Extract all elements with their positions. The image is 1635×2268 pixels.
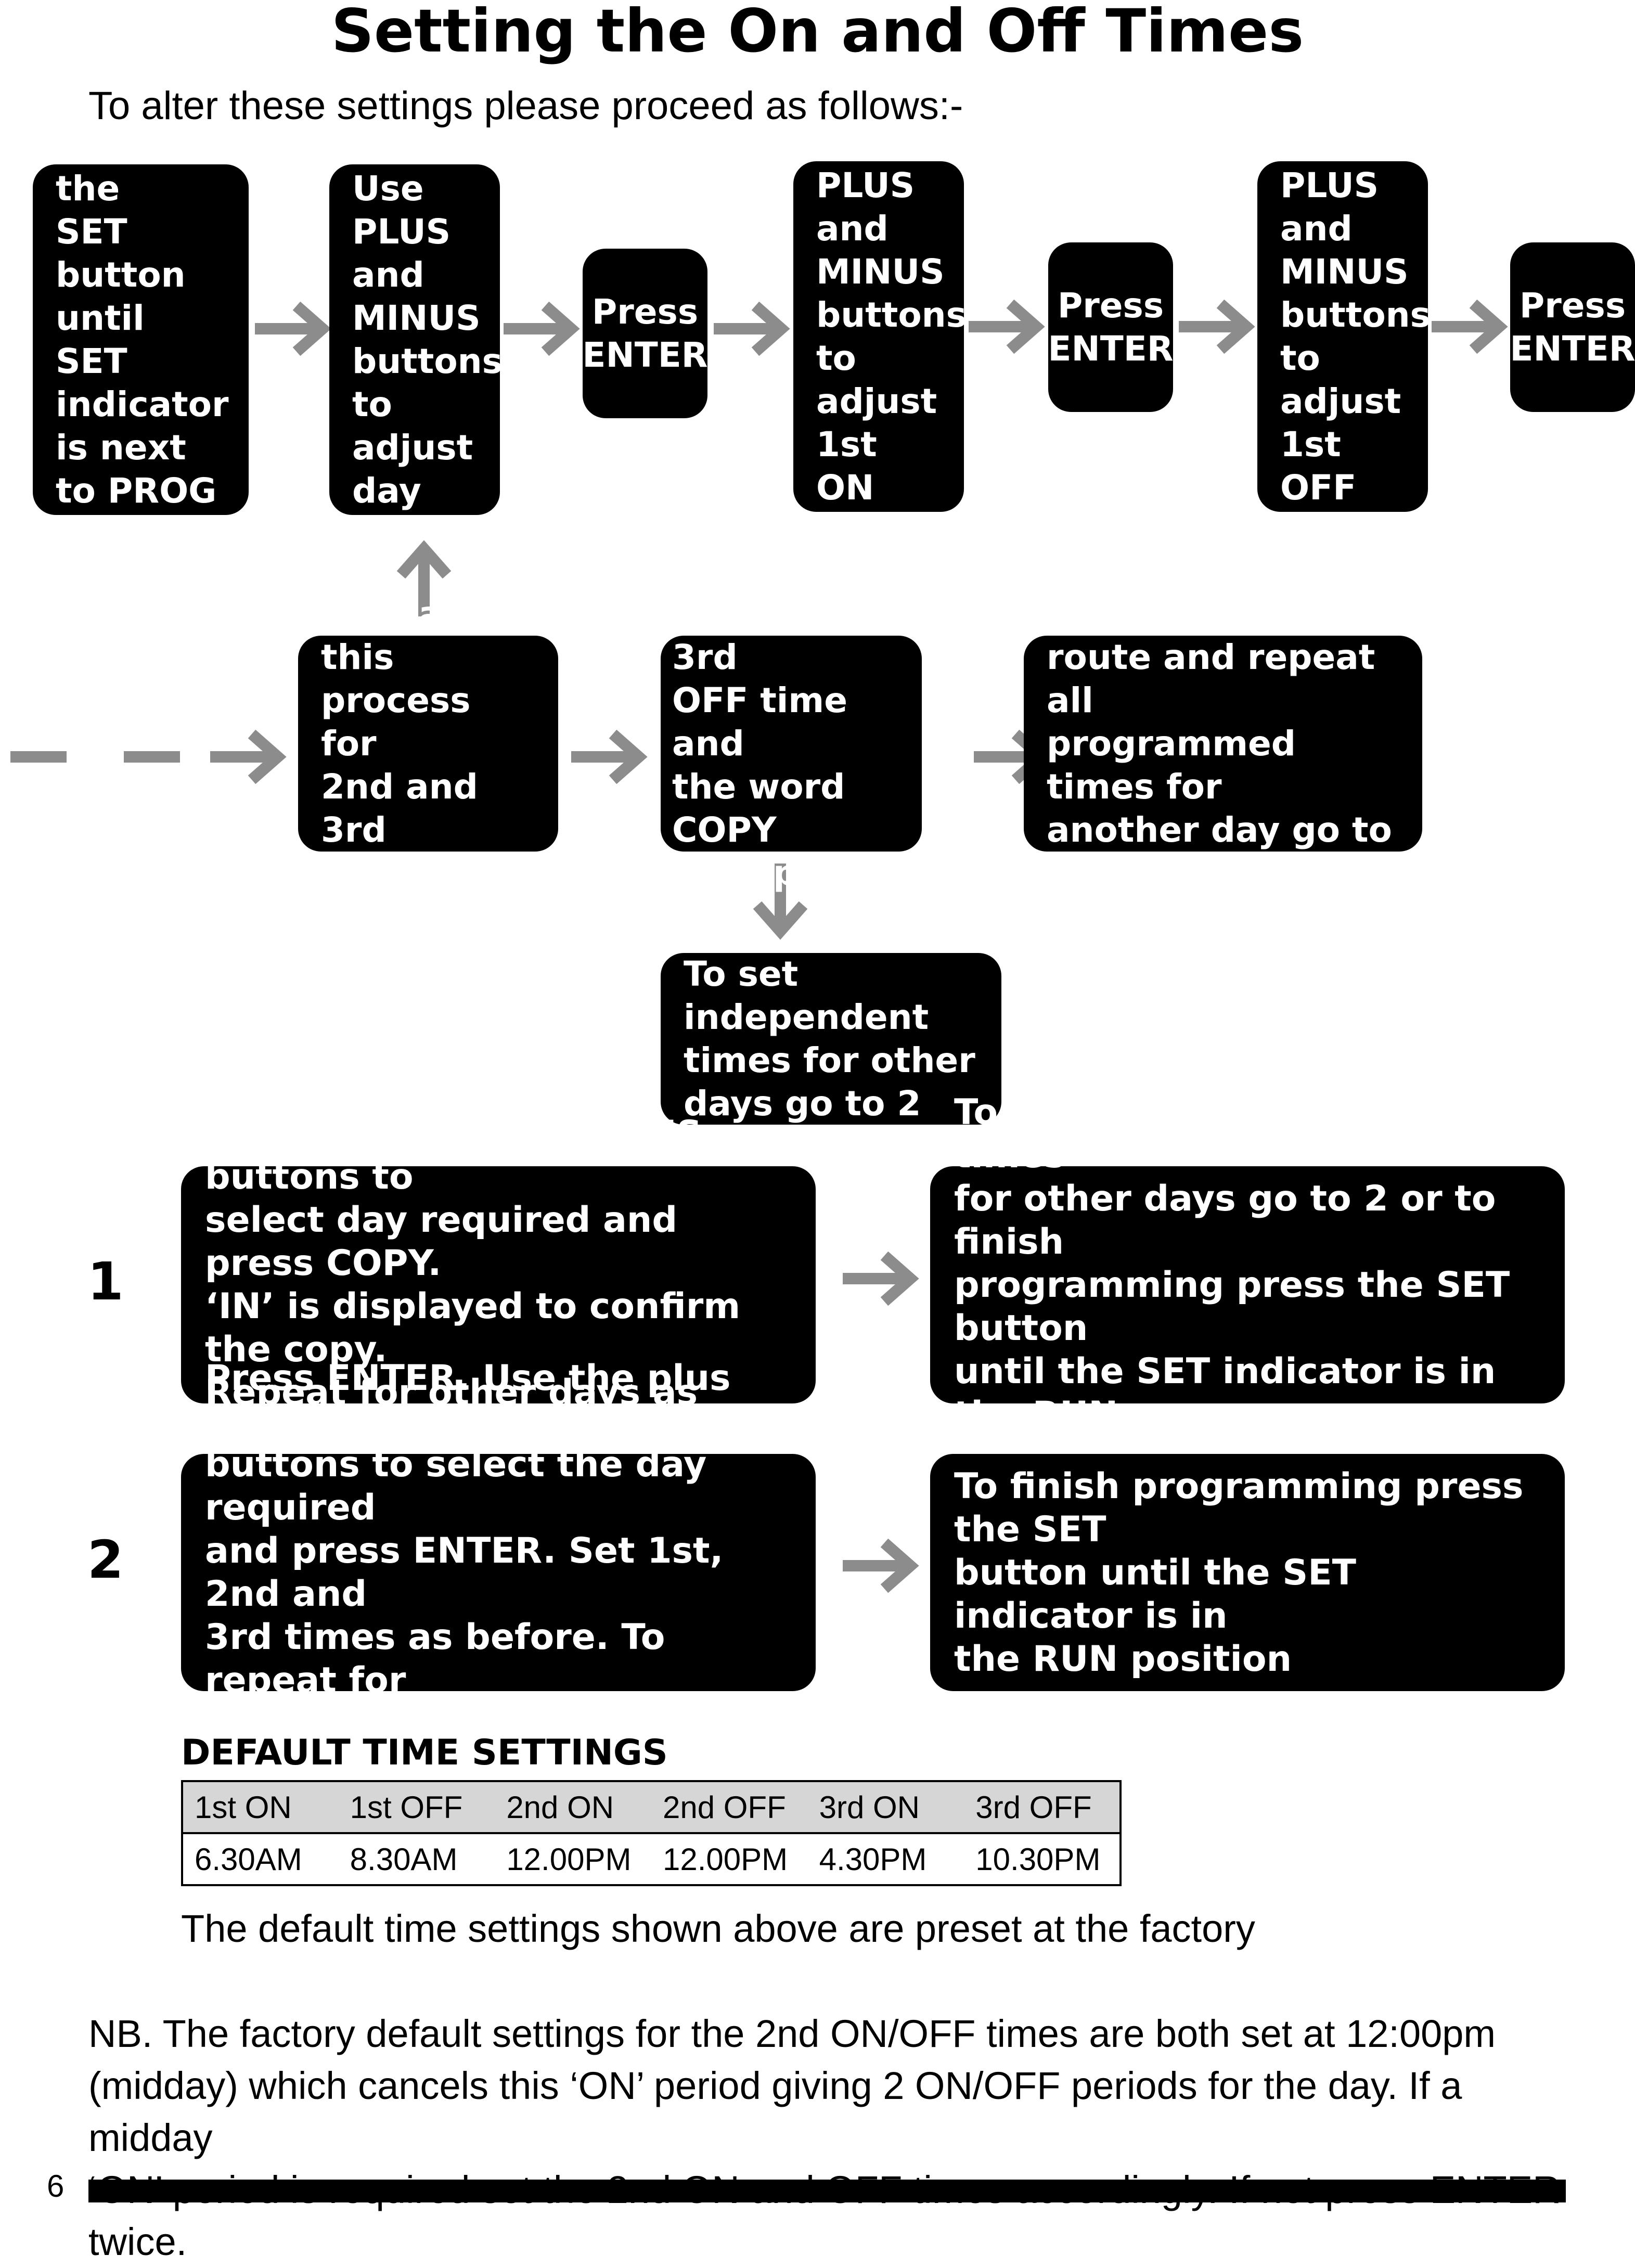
default-settings-note: The default time settings shown above ar… <box>181 1907 1255 1950</box>
table-row: 6.30AM 8.30AM 12.00PM 12.00PM 4.30PM 10.… <box>182 1832 1121 1885</box>
table-header-cell: 2nd OFF <box>662 1789 786 1825</box>
page-title: Setting the On and Off Times <box>331 0 1304 66</box>
route-number-1: 1 <box>87 1251 124 1312</box>
arrow-down-icon <box>753 864 808 940</box>
nb-line: NB. The factory default settings for the… <box>88 2012 1496 2055</box>
arrow-right-icon <box>504 306 571 352</box>
arrow-right-icon <box>714 306 781 352</box>
table-cell: 10.30PM <box>964 1832 1121 1885</box>
table-header-row: 1st ON 1st OFF 2nd ON 2nd OFF 3rd ON 3rd… <box>182 1781 1121 1833</box>
arrow-right-icon <box>843 1543 910 1589</box>
table-header-cell: 2nd ON <box>506 1789 614 1825</box>
route-number-2: 2 <box>87 1529 124 1590</box>
arrow-right-icon <box>571 734 639 780</box>
table-header-cell: 3rd ON <box>819 1789 920 1825</box>
nb-line: (midday) which cancels this ‘ON’ period … <box>88 2064 1462 2159</box>
table-header-cell: 1st OFF <box>350 1789 463 1825</box>
page-number: 6 <box>47 2169 65 2203</box>
table-cell: 12.00PM <box>651 1832 808 1885</box>
table-header-cell: 3rd OFF <box>975 1789 1092 1825</box>
table-cell: 4.30PM <box>807 1832 964 1885</box>
arrow-right-icon <box>843 1256 910 1301</box>
table-cell: 8.30AM <box>338 1832 495 1885</box>
intro-text: To alter these settings please proceed a… <box>88 84 963 128</box>
arrow-right-icon <box>1432 304 1499 350</box>
arrow-up-icon <box>396 540 452 616</box>
footer-rule <box>88 2180 1566 2202</box>
arrow-right-icon <box>210 734 278 780</box>
arrow-right-icon <box>255 306 323 352</box>
default-settings-title: DEFAULT TIME SETTINGS <box>181 1732 668 1773</box>
table-cell: 6.30AM <box>182 1832 339 1885</box>
arrow-right-icon <box>969 304 1036 350</box>
arrow-right-icon <box>1179 304 1246 350</box>
nb-paragraph: NB. The factory default settings for the… <box>88 2008 1576 2268</box>
default-settings-table: 1st ON 1st OFF 2nd ON 2nd OFF 3rd ON 3rd… <box>181 1780 1122 1886</box>
table-cell: 12.00PM <box>495 1832 651 1885</box>
table-header-cell: 1st ON <box>195 1789 292 1825</box>
